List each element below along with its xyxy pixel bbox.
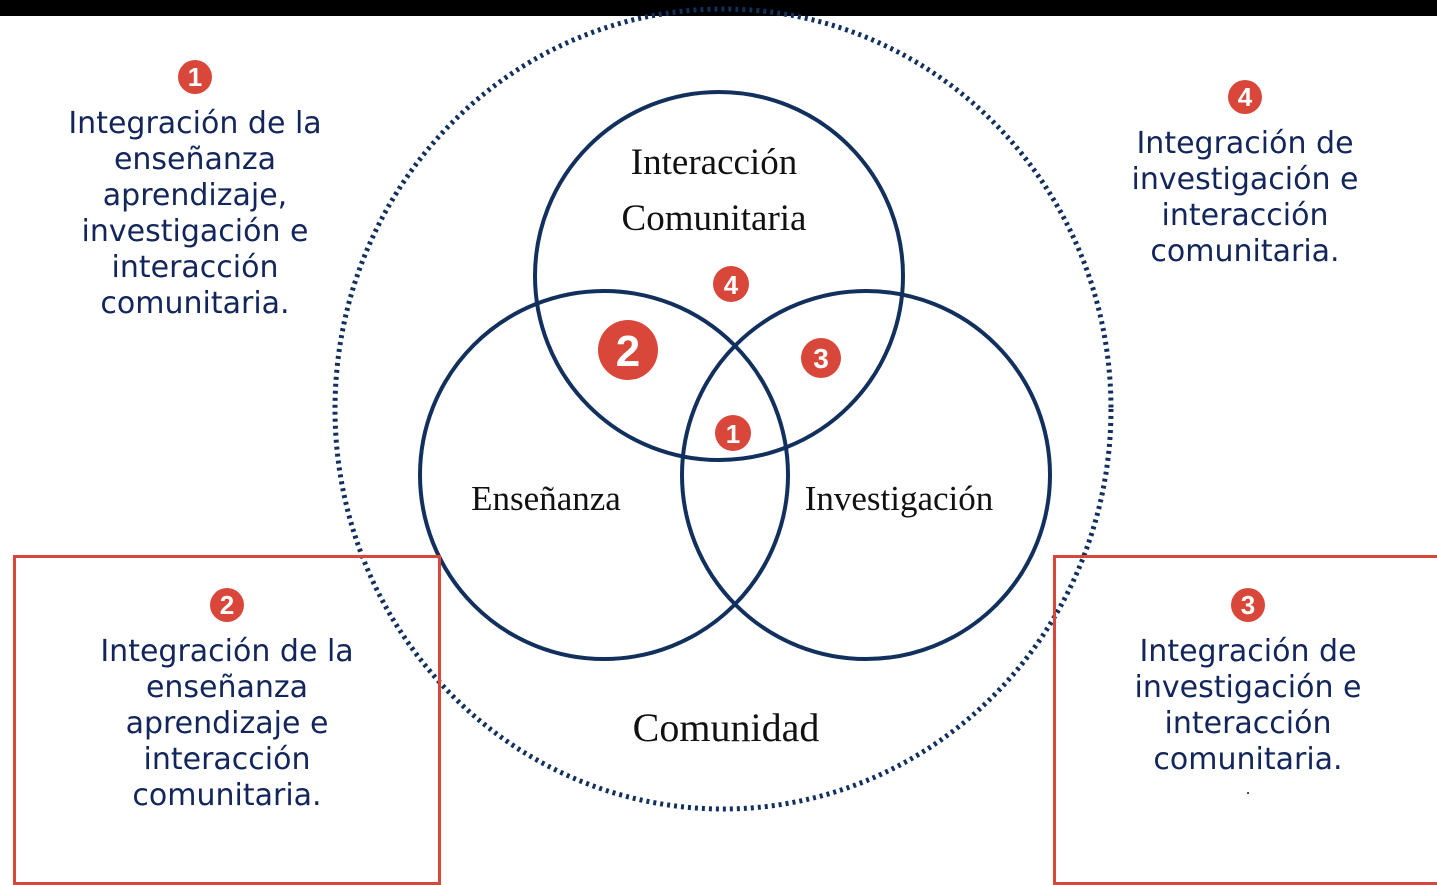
top-bar <box>0 0 1437 16</box>
badge-1-center-number: 1 <box>726 419 740 449</box>
badge-2-intersection: 2 <box>598 320 658 380</box>
badge-2-intersection-number: 2 <box>616 327 640 376</box>
note-line: aprendizaje, <box>102 178 288 213</box>
label-comunitaria: Comunitaria <box>622 198 807 239</box>
note-line: investigación e <box>1134 670 1362 705</box>
note-line: Integración de la <box>68 106 322 141</box>
community-outer-circle <box>332 6 1114 812</box>
note-line: aprendizaje e <box>125 706 329 741</box>
note-line: interacción <box>1161 198 1329 233</box>
note-line: comunitaria. <box>1150 234 1340 269</box>
note-line: interacción <box>143 742 311 777</box>
badge-4-top: 4 <box>713 266 749 302</box>
badge-1-center: 1 <box>715 415 751 451</box>
note-line-dot: . <box>1245 779 1251 798</box>
label-interaccion: Interacción <box>631 142 797 183</box>
note-bottom-left: 2 Integración de la enseñanza aprendizaj… <box>13 555 441 885</box>
badge-3-intersection-number: 3 <box>813 343 829 374</box>
note-line: interacción <box>1164 706 1332 741</box>
note-line: investigación e <box>81 214 309 249</box>
note-top-left: 1 Integración de la enseñanza aprendizaj… <box>25 60 365 322</box>
note-line: comunitaria. <box>1153 742 1343 777</box>
note-top-right: 4 Integración de investigación e interac… <box>1085 80 1405 270</box>
note-top-left-badge: 1 <box>178 60 212 94</box>
circle-interaccion-comunitaria <box>533 90 905 462</box>
label-ensenanza: Enseñanza <box>471 479 621 518</box>
circle-ensenanza <box>418 289 790 661</box>
circle-investigacion <box>680 289 1052 661</box>
note-line: enseñanza <box>145 670 309 705</box>
note-bottom-left-badge: 2 <box>210 588 244 622</box>
note-bottom-right-badge: 3 <box>1231 588 1265 622</box>
note-line: Integración de <box>1139 634 1357 669</box>
note-line: enseñanza <box>113 142 277 177</box>
label-comunidad: Comunidad <box>633 705 820 750</box>
note-bottom-right: 3 Integración de investigación e interac… <box>1053 555 1437 885</box>
label-investigacion: Investigación <box>805 479 994 518</box>
note-line: Integración de la <box>100 634 354 669</box>
note-top-right-badge: 4 <box>1228 80 1262 114</box>
badge-4-top-number: 4 <box>724 270 739 300</box>
note-line: investigación e <box>1131 162 1359 197</box>
note-line: interacción <box>111 250 279 285</box>
note-line: Integración de <box>1136 126 1354 161</box>
badge-3-intersection: 3 <box>801 338 841 378</box>
note-line: comunitaria. <box>100 286 290 321</box>
note-line: comunitaria. <box>132 778 322 813</box>
